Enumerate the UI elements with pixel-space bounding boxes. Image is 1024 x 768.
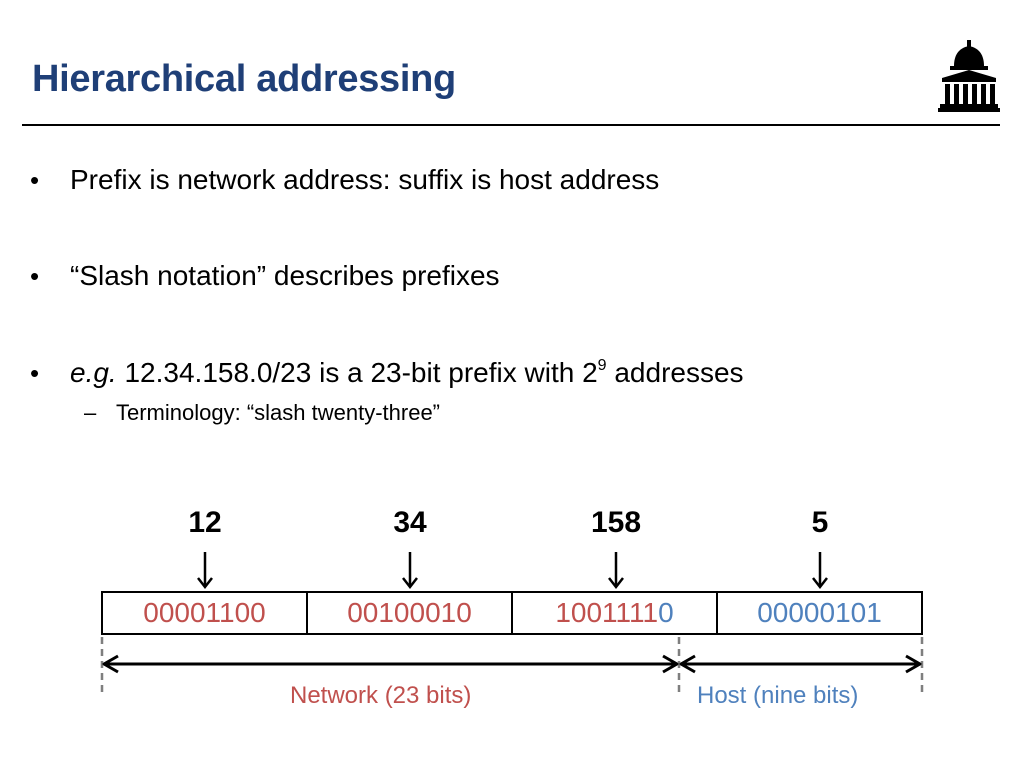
sub-bullet-item: –Terminology: “slash twenty-three”	[84, 398, 440, 428]
arrowhead	[608, 577, 624, 590]
address-bit-row: 00001100 00100010 10011110 00000101	[101, 591, 923, 635]
arrowhead	[102, 654, 119, 674]
arrowhead	[812, 577, 828, 590]
arrowhead	[905, 654, 922, 674]
host-bits: 00000101	[757, 597, 882, 628]
network-bits: 00001100	[143, 597, 266, 628]
octet-binary-cell: 00000101	[718, 593, 921, 633]
bullet-item: “Slash notation” describes prefixes	[30, 254, 500, 298]
bullet-text: Prefix is network address: suffix is hos…	[70, 164, 660, 195]
bullet-text: 12.34.158.0/23 is a 23-bit prefix with 2	[116, 357, 598, 388]
sub-bullet-dash: –	[84, 400, 97, 425]
arrowhead	[402, 577, 418, 590]
building-dome-icon	[938, 40, 1000, 112]
host-bits: 0	[658, 597, 674, 628]
arrowhead	[679, 654, 696, 674]
octet-decimal-label: 12	[188, 506, 222, 539]
octet-decimal-label: 5	[811, 506, 829, 539]
slide-title: Hierarchical addressing	[32, 58, 456, 100]
exponent: 9	[597, 357, 607, 374]
network-range-label: Network (23 bits)	[290, 682, 472, 709]
bullet-item: e.g. 12.34.158.0/23 is a 23-bit prefix w…	[30, 351, 744, 395]
octet-binary-cell: 00100010	[308, 593, 513, 633]
arrowhead	[662, 654, 679, 674]
bullet-text-end: addresses	[606, 357, 744, 388]
octet-binary-cell: 10011110	[513, 593, 718, 633]
bullet-emphasis: e.g.	[70, 357, 117, 388]
host-range-label: Host (nine bits)	[697, 682, 859, 709]
octet-binary-cell: 00001100	[103, 593, 308, 633]
octet-decimal-label: 158	[590, 506, 642, 539]
sub-bullet-text: Terminology: “slash twenty-three”	[116, 400, 441, 425]
arrowhead	[197, 577, 213, 590]
bullet-text: “Slash notation” describes prefixes	[70, 260, 500, 291]
network-bits: 00100010	[347, 597, 472, 628]
network-bits: 1001111	[555, 597, 659, 628]
octet-decimal-label: 34	[393, 506, 427, 539]
title-divider	[22, 124, 1000, 126]
bullet-item: Prefix is network address: suffix is hos…	[30, 158, 659, 202]
